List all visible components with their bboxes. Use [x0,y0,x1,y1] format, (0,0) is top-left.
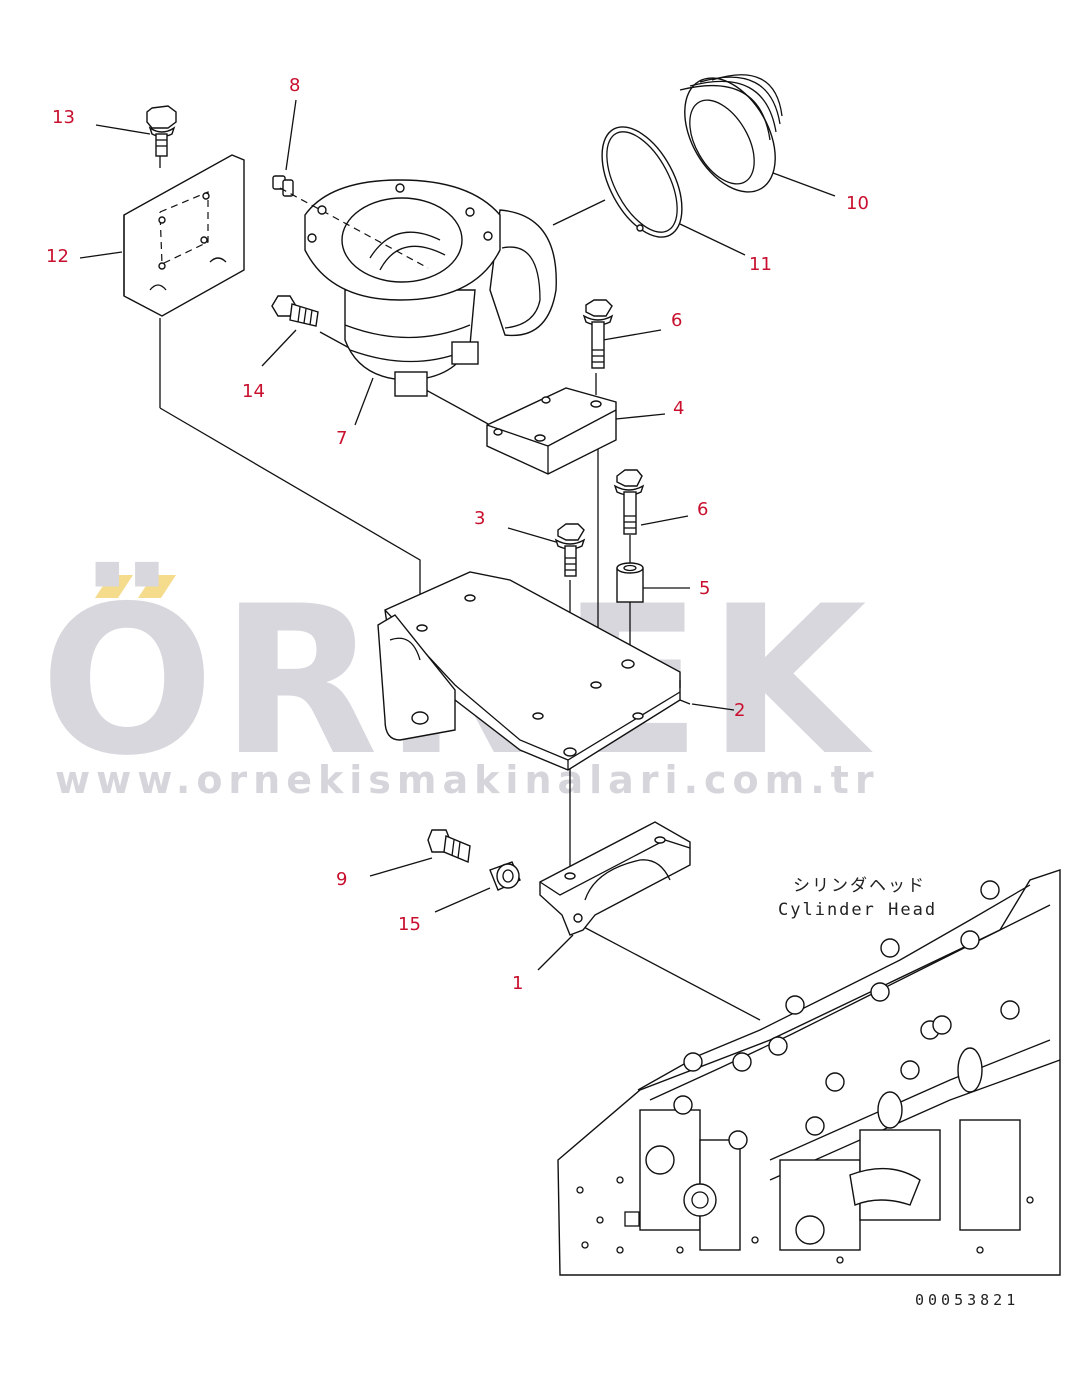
collar-15 [489,861,521,891]
part-number-7: 7 [336,428,347,449]
bolt-3 [554,523,586,577]
part-number-15: 15 [398,914,421,935]
plug-8 [272,175,294,197]
elbow-7 [279,179,557,397]
leader-lines [79,99,836,1021]
part-number-6-upper: 6 [671,310,682,331]
bracket-1 [539,821,691,936]
cylinder-head [557,869,1061,1276]
bolt-6-lower [613,469,645,535]
part-number-3: 3 [474,508,485,529]
bolt-13 [146,105,177,157]
part-number-14: 14 [242,381,265,402]
cover-plate-12 [123,154,245,317]
part-numbers: 13 8 10 12 11 6 14 4 7 3 6 5 2 9 15 1 [46,75,869,994]
bolt-6-upper [582,299,614,369]
cylinder-head-label-jp: シリンダヘッド [793,876,926,896]
seal-10 [679,74,783,193]
part-number-5: 5 [699,578,710,599]
bolt-9 [427,829,471,864]
reference-code: 00053821 [915,1291,1019,1309]
bolt-14 [271,295,319,327]
spacer-block-4 [486,387,617,475]
cylinder-head-label-en: Cylinder Head [778,900,937,920]
cylinder-head-label: シリンダヘッド Cylinder Head [778,876,937,920]
head-bolts [673,880,1020,1150]
part-number-11: 11 [749,254,772,275]
seal-ring-11 [601,126,683,238]
watermark-accent-right [138,575,176,598]
spacer-5 [616,562,644,603]
bracket-plate-2 [377,571,691,771]
part-number-13: 13 [52,107,75,128]
part-number-4: 4 [673,398,684,419]
part-number-9: 9 [336,869,347,890]
part-number-12: 12 [46,246,69,267]
watermark-url: www.ornekismakinalari.com.tr [55,758,880,802]
part-number-1: 1 [512,973,523,994]
head-holes [576,1176,1034,1264]
part-number-10: 10 [846,193,869,214]
part-number-8: 8 [289,75,300,96]
part-number-6-lower: 6 [697,499,708,520]
part-number-2: 2 [734,700,745,721]
watermark-accent-left [95,575,133,598]
